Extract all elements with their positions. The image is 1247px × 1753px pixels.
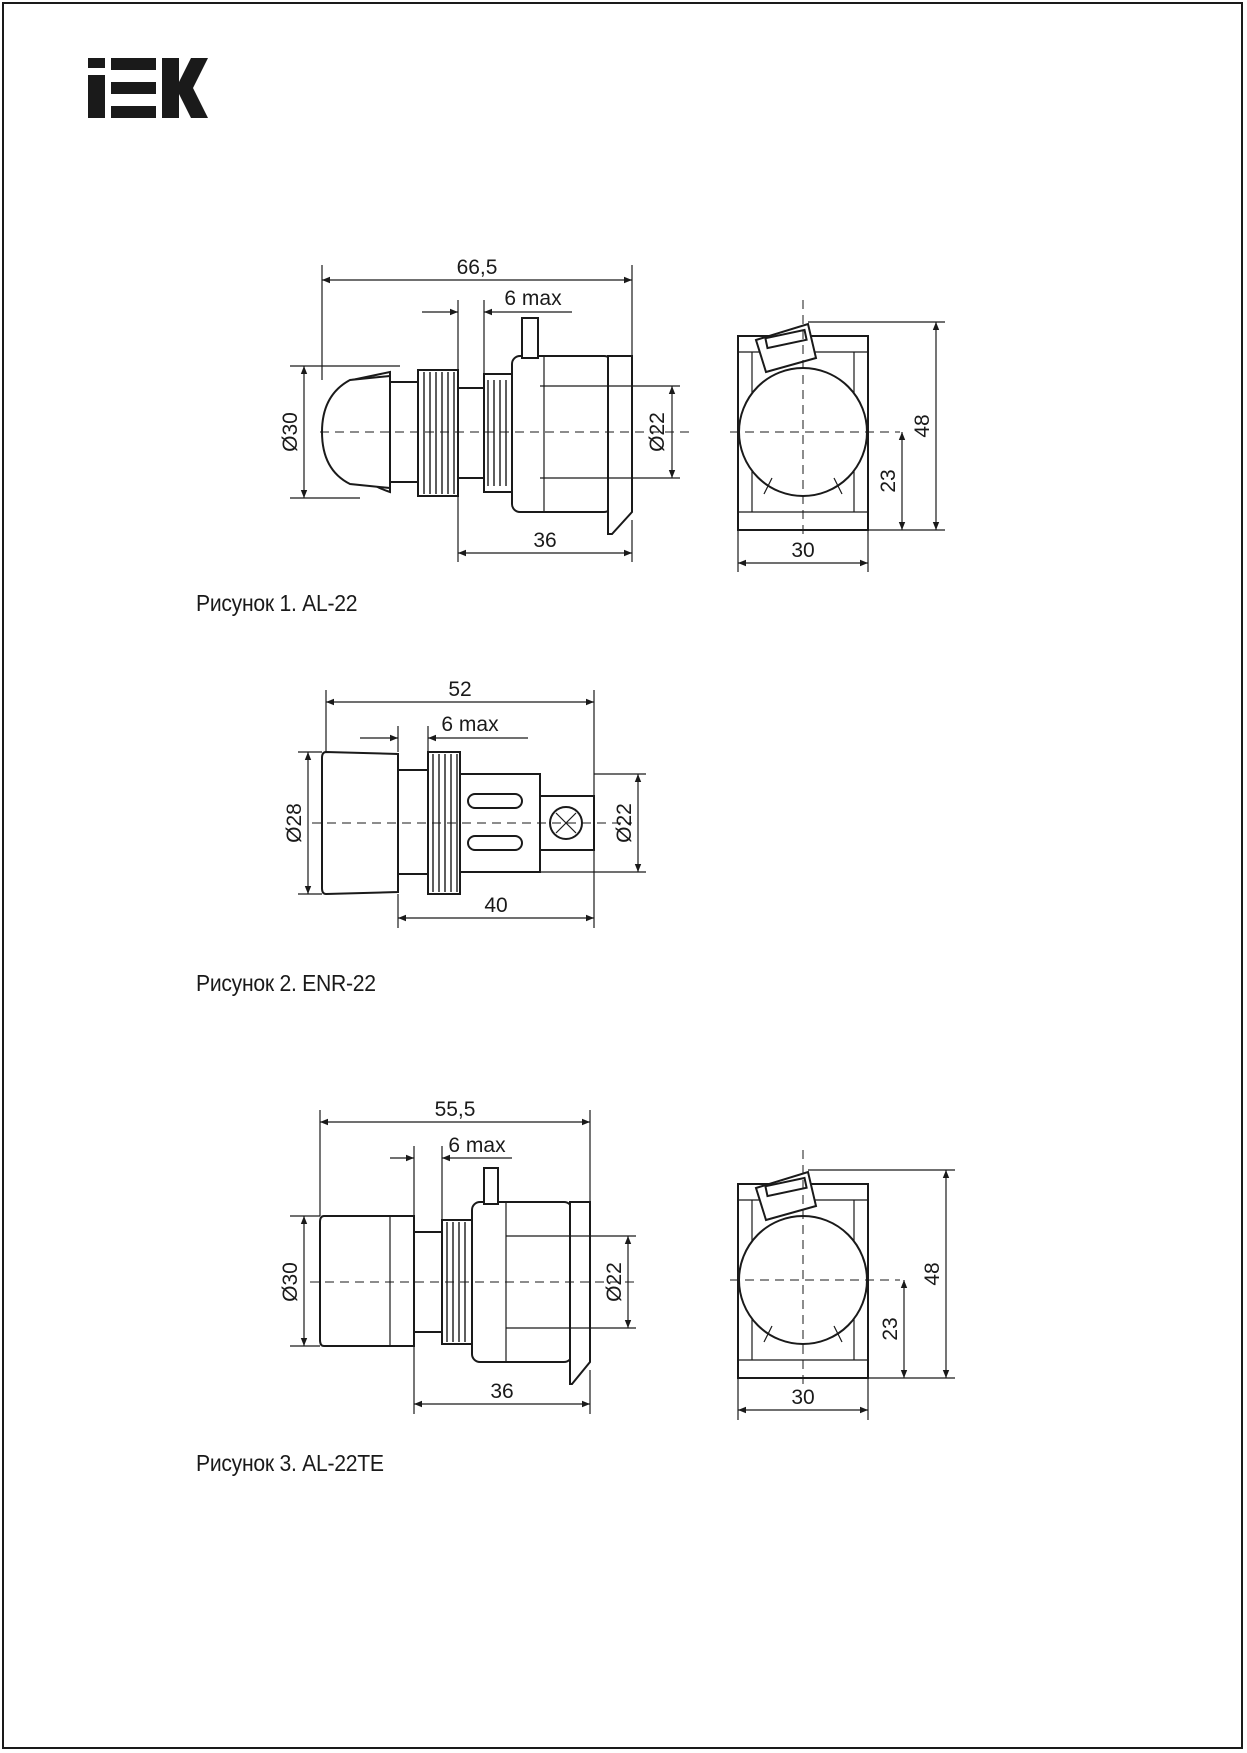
figure-2-drawing: 52 6 max Ø28 Ø22 40 — [283, 678, 646, 928]
enr22-side-view — [312, 750, 632, 896]
enr22-panel-label: 6 max — [441, 713, 499, 736]
al22-side-view — [320, 317, 690, 535]
al22-body-length-label: 36 — [533, 529, 556, 552]
enr22-body-dia-label: Ø22 — [613, 803, 636, 843]
enr22-body-length-label: 40 — [484, 894, 507, 917]
iek-logo — [88, 58, 208, 118]
al22-half-height-label: 23 — [877, 469, 900, 492]
al22te-front-view — [730, 1150, 900, 1388]
al22te-front-dimensions: 48 23 30 — [737, 1169, 955, 1420]
enr22-dimensions: 52 6 max Ø28 Ø22 40 — [283, 678, 646, 928]
al22-overall-length-label: 66,5 — [457, 256, 498, 279]
al22-body-dia-label: Ø22 — [646, 412, 669, 452]
al22-dimensions: 66,5 6 max Ø30 Ø22 36 — [279, 256, 680, 562]
al22te-overall-length-label: 55,5 — [435, 1098, 476, 1121]
al22-front-dimensions: 48 23 30 — [737, 321, 945, 572]
al22te-side-view — [310, 1167, 640, 1385]
al22te-panel-label: 6 max — [448, 1134, 506, 1157]
al22te-body-dia-label: Ø22 — [603, 1262, 626, 1302]
al22-height-label: 48 — [911, 414, 934, 437]
al22-head-dia-label: Ø30 — [279, 412, 302, 452]
figure-3-drawing: 55,5 6 max Ø30 Ø22 36 48 — [279, 1098, 955, 1420]
figure-2-caption: Рисунок 2. ENR-22 — [196, 970, 376, 996]
al22te-head-dia-label: Ø30 — [279, 1262, 302, 1302]
enr22-overall-length-label: 52 — [448, 678, 471, 701]
enr22-head-dia-label: Ø28 — [283, 803, 306, 843]
al22te-body-length-label: 36 — [490, 1380, 513, 1403]
figure-1-drawing: 66,5 6 max Ø30 Ø22 36 48 — [279, 256, 945, 572]
al22-panel-label: 6 max — [504, 287, 562, 310]
al22te-dimensions: 55,5 6 max Ø30 Ø22 36 — [279, 1098, 636, 1414]
al22te-width-label: 30 — [791, 1386, 814, 1409]
al22te-half-height-label: 23 — [879, 1317, 902, 1340]
al22-width-label: 30 — [791, 539, 814, 562]
figure-3-caption: Рисунок 3. AL-22TE — [196, 1450, 384, 1476]
figure-1-caption: Рисунок 1. AL-22 — [196, 590, 358, 616]
al22-front-view — [730, 300, 900, 540]
al22te-height-label: 48 — [921, 1262, 944, 1285]
